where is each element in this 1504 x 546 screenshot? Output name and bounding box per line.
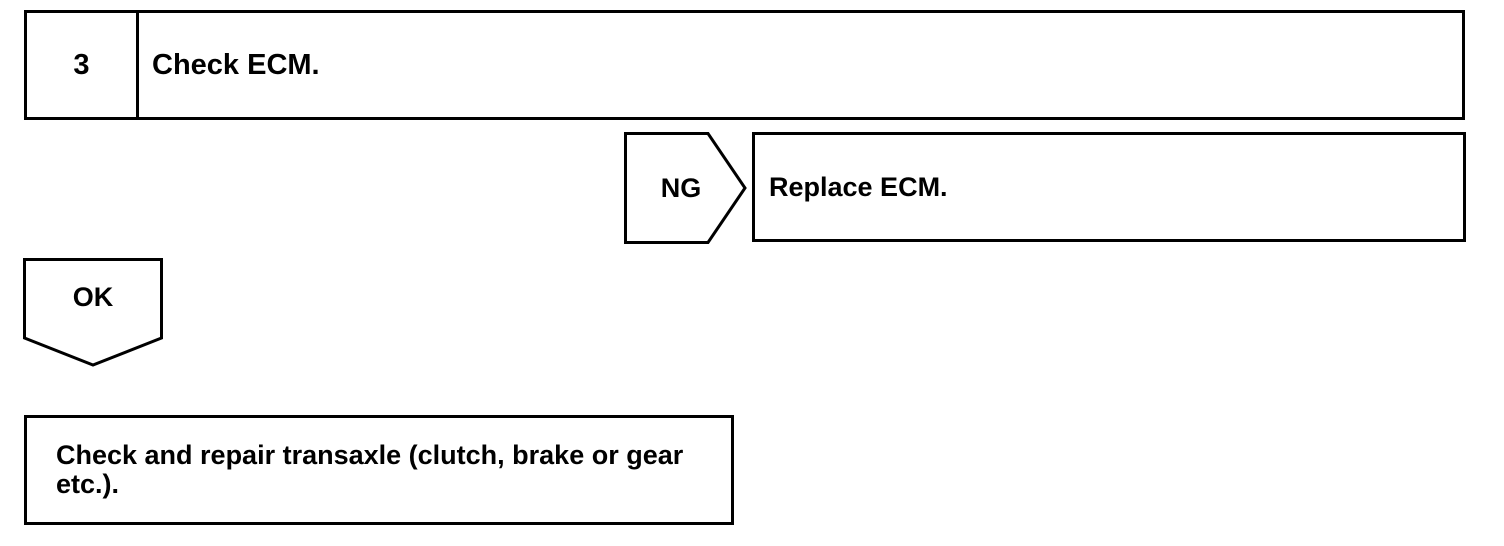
ok-action-text: Check and repair transaxle (clutch, brak… <box>56 440 684 499</box>
ok-arrow-shape <box>23 258 163 367</box>
ng-label: NG <box>660 172 702 203</box>
ng-action-box: Replace ECM. <box>752 132 1466 242</box>
ng-arrow-shape <box>624 132 747 244</box>
step-title: Check ECM. <box>152 48 320 81</box>
step-number: 3 <box>27 13 139 117</box>
ok-label: OK <box>72 282 114 312</box>
ng-action-text: Replace ECM. <box>769 171 948 202</box>
ok-action-box: Check and repair transaxle (clutch, brak… <box>24 415 734 525</box>
step-box: 3 Check ECM. <box>24 10 1465 120</box>
